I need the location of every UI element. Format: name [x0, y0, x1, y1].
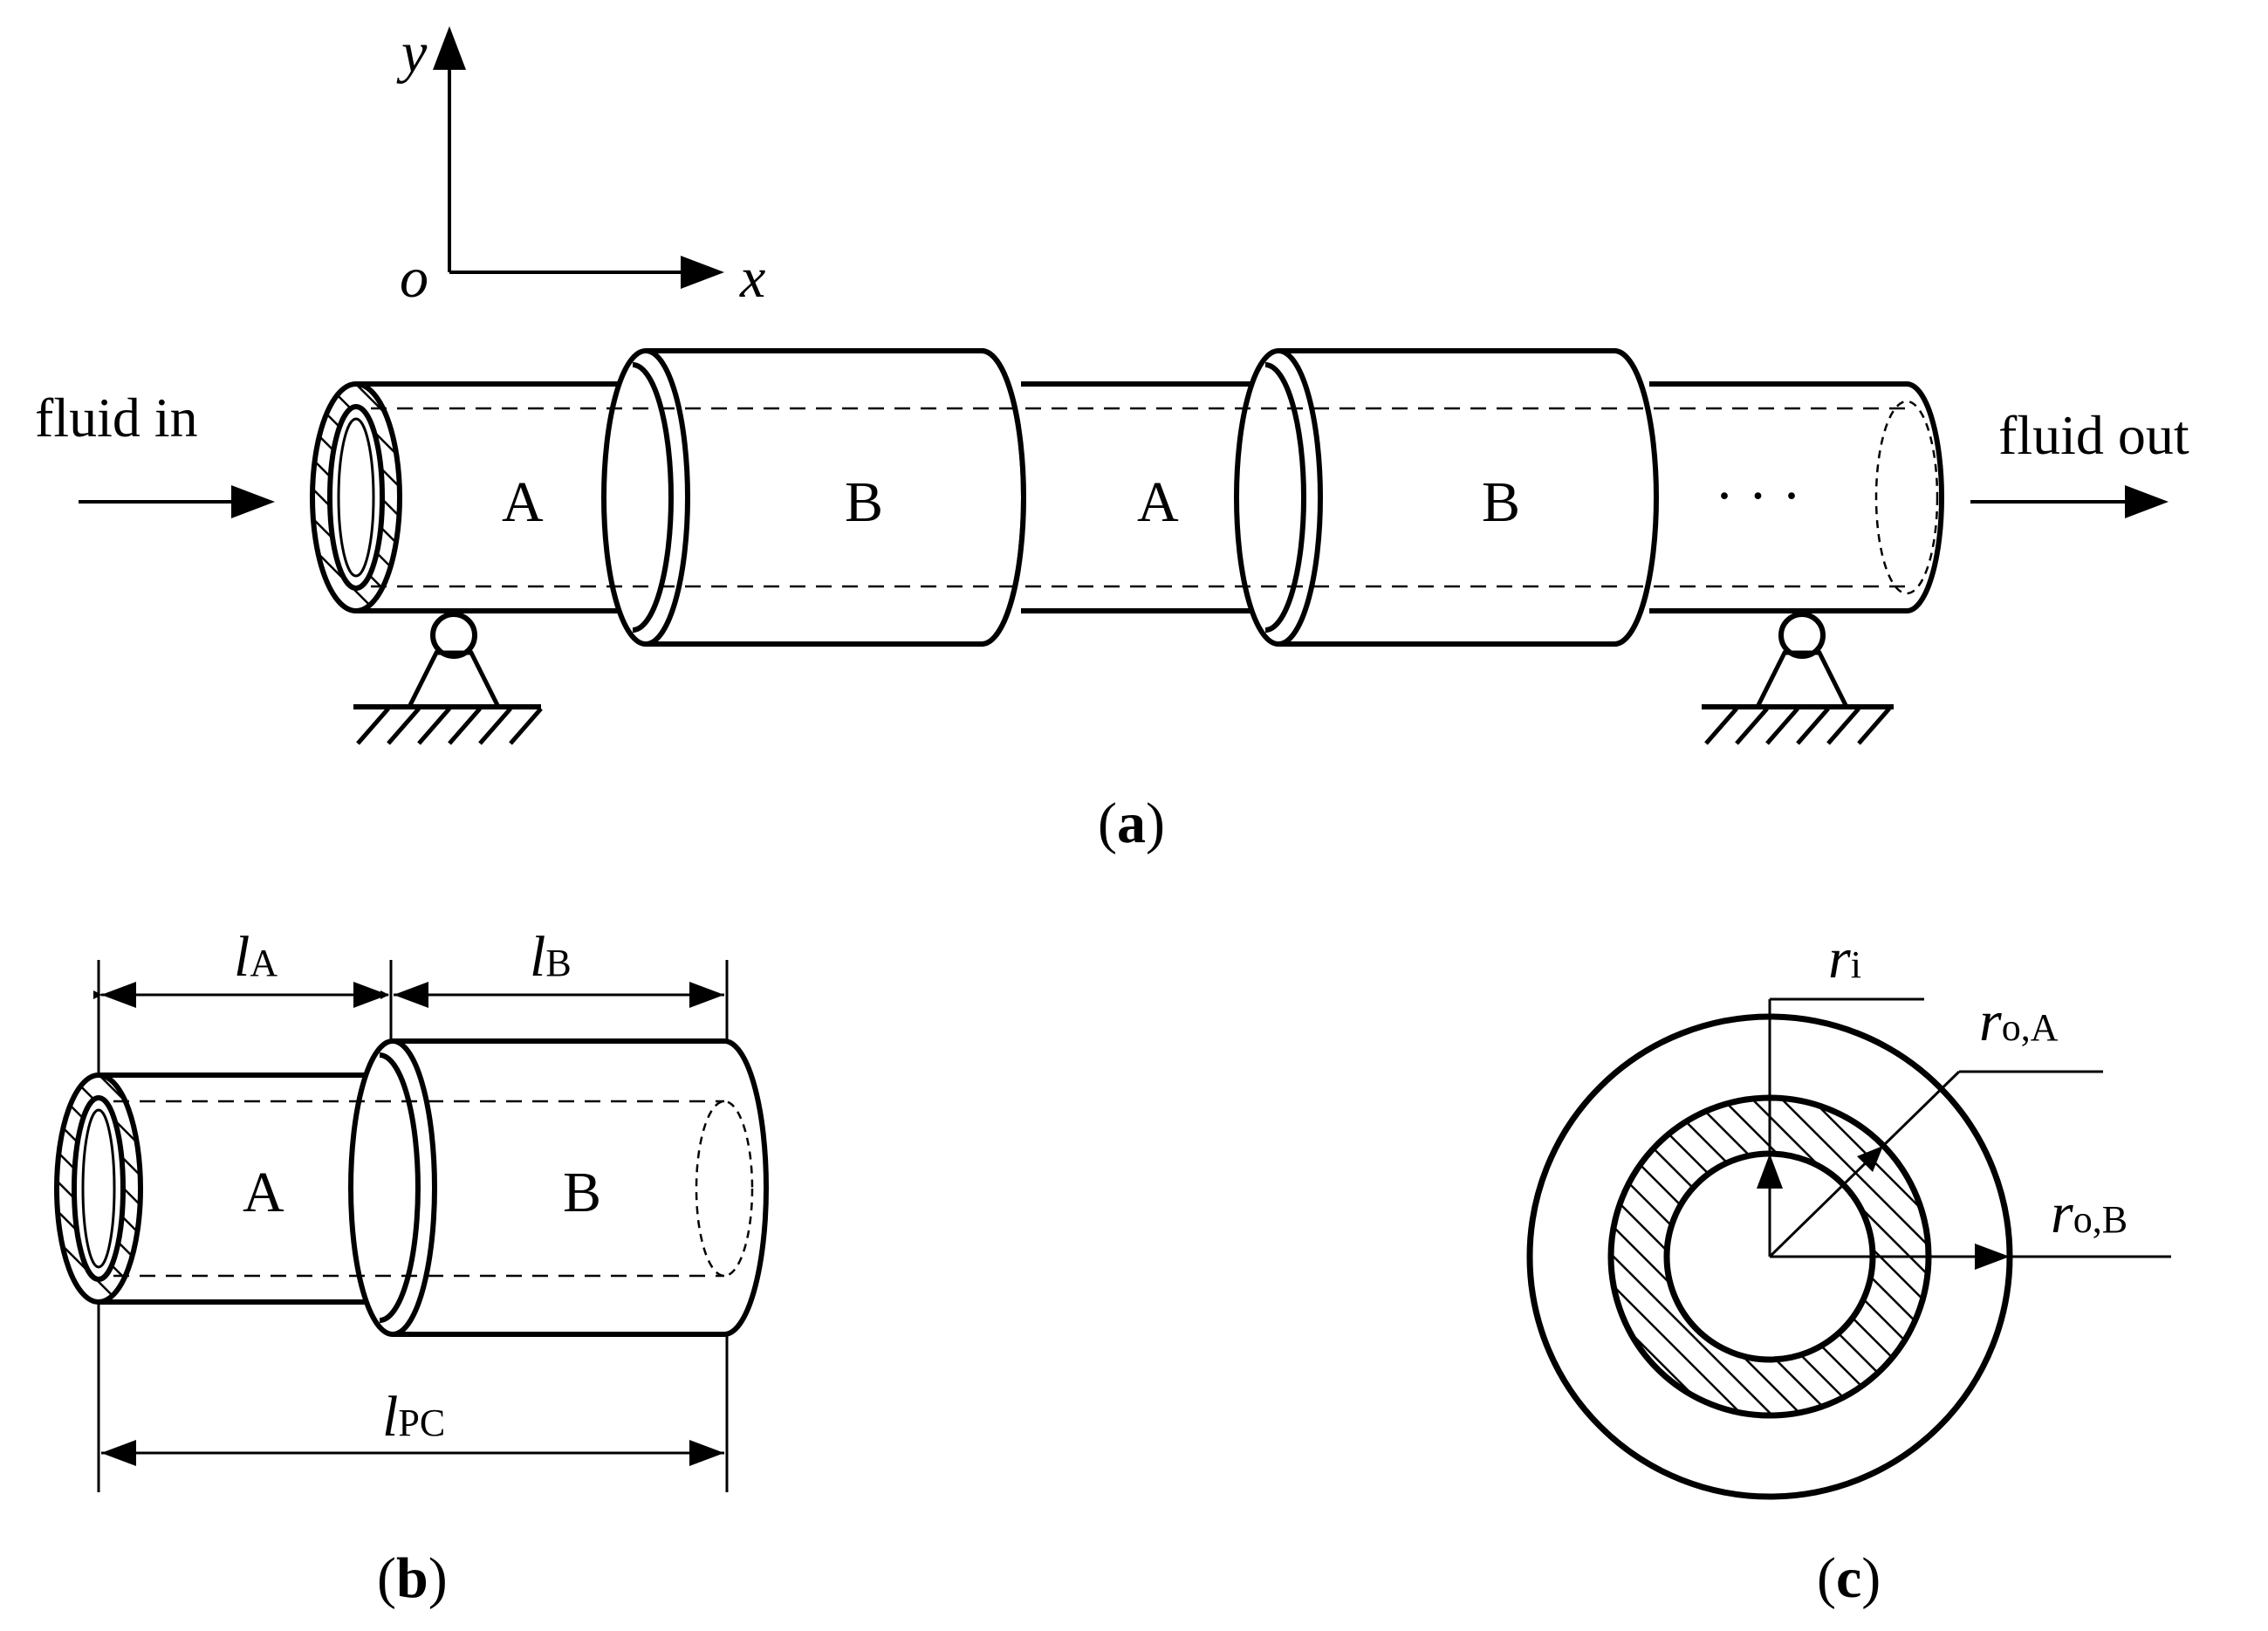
- continuation-ellipsis: · · ·: [1715, 464, 1801, 528]
- fluid-in-arrowhead: [231, 485, 275, 518]
- pipe-segment-a-2: [981, 348, 1259, 647]
- label-ri: ri: [1828, 927, 1861, 990]
- cell-segment-b-label: B: [563, 1161, 601, 1224]
- panel-a: fluid in fluid out: [35, 348, 2189, 855]
- right-support: [1702, 612, 1894, 745]
- x-axis-label: x: [739, 246, 765, 310]
- fluid-out-label: fluid out: [1998, 404, 2189, 466]
- pipe-segment-outlet: [1614, 348, 1944, 647]
- pipe-inlet-end: [310, 381, 402, 613]
- left-support: [353, 612, 543, 745]
- y-axis-label: y: [396, 21, 428, 85]
- pipe-segment-b-1: [601, 348, 1026, 647]
- x-axis-arrowhead: [681, 256, 724, 289]
- panel-b: lA lB lPC A B (b): [54, 925, 769, 1610]
- y-axis-arrowhead: [433, 26, 466, 70]
- origin-label: o: [400, 246, 428, 310]
- dim-label-lb: lB: [530, 925, 572, 989]
- panel-c: ri ro,A ro,B (c): [1526, 927, 2171, 1610]
- segment-b-1-label: B: [845, 470, 883, 534]
- segment-a-1-label: A: [502, 470, 544, 534]
- caption-c: (c): [1817, 1546, 1881, 1610]
- segment-b-2-label: B: [1482, 470, 1520, 534]
- cell-segment-a-label: A: [243, 1161, 284, 1224]
- roa-arrowhead: [1857, 1146, 1883, 1172]
- label-rob: ro,B: [2051, 1182, 2128, 1245]
- coordinate-axes: y x o: [396, 21, 765, 310]
- fluid-out-arrowhead: [2125, 485, 2169, 518]
- ri-arrowhead: [1757, 1154, 1783, 1189]
- caption-a: (a): [1098, 792, 1165, 855]
- segment-a-2-label: A: [1137, 470, 1179, 534]
- fluid-in-label: fluid in: [35, 387, 198, 449]
- dim-label-lpc: lPC: [382, 1385, 445, 1449]
- label-roa: ro,A: [1979, 990, 2059, 1053]
- caption-b: (b): [377, 1546, 448, 1610]
- pipe-segment-b-2: [1234, 348, 1659, 647]
- dim-label-la: lA: [234, 925, 278, 989]
- rob-arrowhead: [1975, 1244, 2010, 1270]
